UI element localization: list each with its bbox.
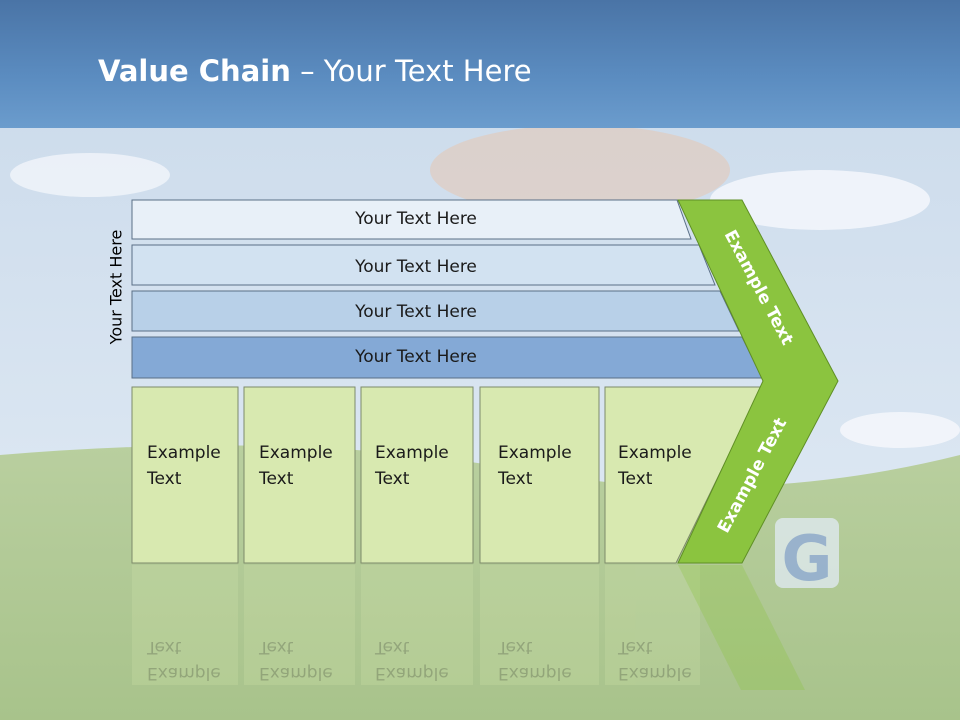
box-label-1-line2: Text <box>147 469 182 489</box>
box-label-1-line1: Example <box>147 443 221 463</box>
box-label-4-line2: Text <box>498 469 533 489</box>
box-label-3-line1: Example <box>375 443 449 463</box>
box-label-2-line1: Example <box>259 443 333 463</box>
box-label-5-line2: Text <box>618 469 653 489</box>
box-2 <box>243 386 356 564</box>
row-label-4: Your Text Here <box>354 347 477 367</box>
title-rest: – Your Text Here <box>290 54 532 88</box>
row-label-3: Your Text Here <box>354 302 477 322</box>
box-1 <box>131 386 239 564</box>
chevron-arrow <box>677 199 839 564</box>
box-3 <box>360 386 474 564</box>
title-bold: Value Chain <box>98 54 291 88</box>
row-label-1: Your Text Here <box>354 209 477 229</box>
box-label-3-line2: Text <box>375 469 410 489</box>
page-title: Value Chain – Your Text Here <box>98 54 532 88</box>
box-5 <box>604 386 763 564</box>
box-4 <box>479 386 600 564</box>
row-bar-1 <box>131 199 692 240</box>
chevron-reflection <box>678 565 805 690</box>
reflection-boxes <box>132 565 700 685</box>
title-bar <box>0 0 960 128</box>
box-label-5-line1: Example <box>618 443 692 463</box>
row-bar-2 <box>131 244 716 286</box>
box-label-4-line1: Example <box>498 443 572 463</box>
row-label-2: Your Text Here <box>354 257 477 277</box>
box-label-2-line2: Text <box>259 469 294 489</box>
svg-text:G: G <box>782 522 833 595</box>
